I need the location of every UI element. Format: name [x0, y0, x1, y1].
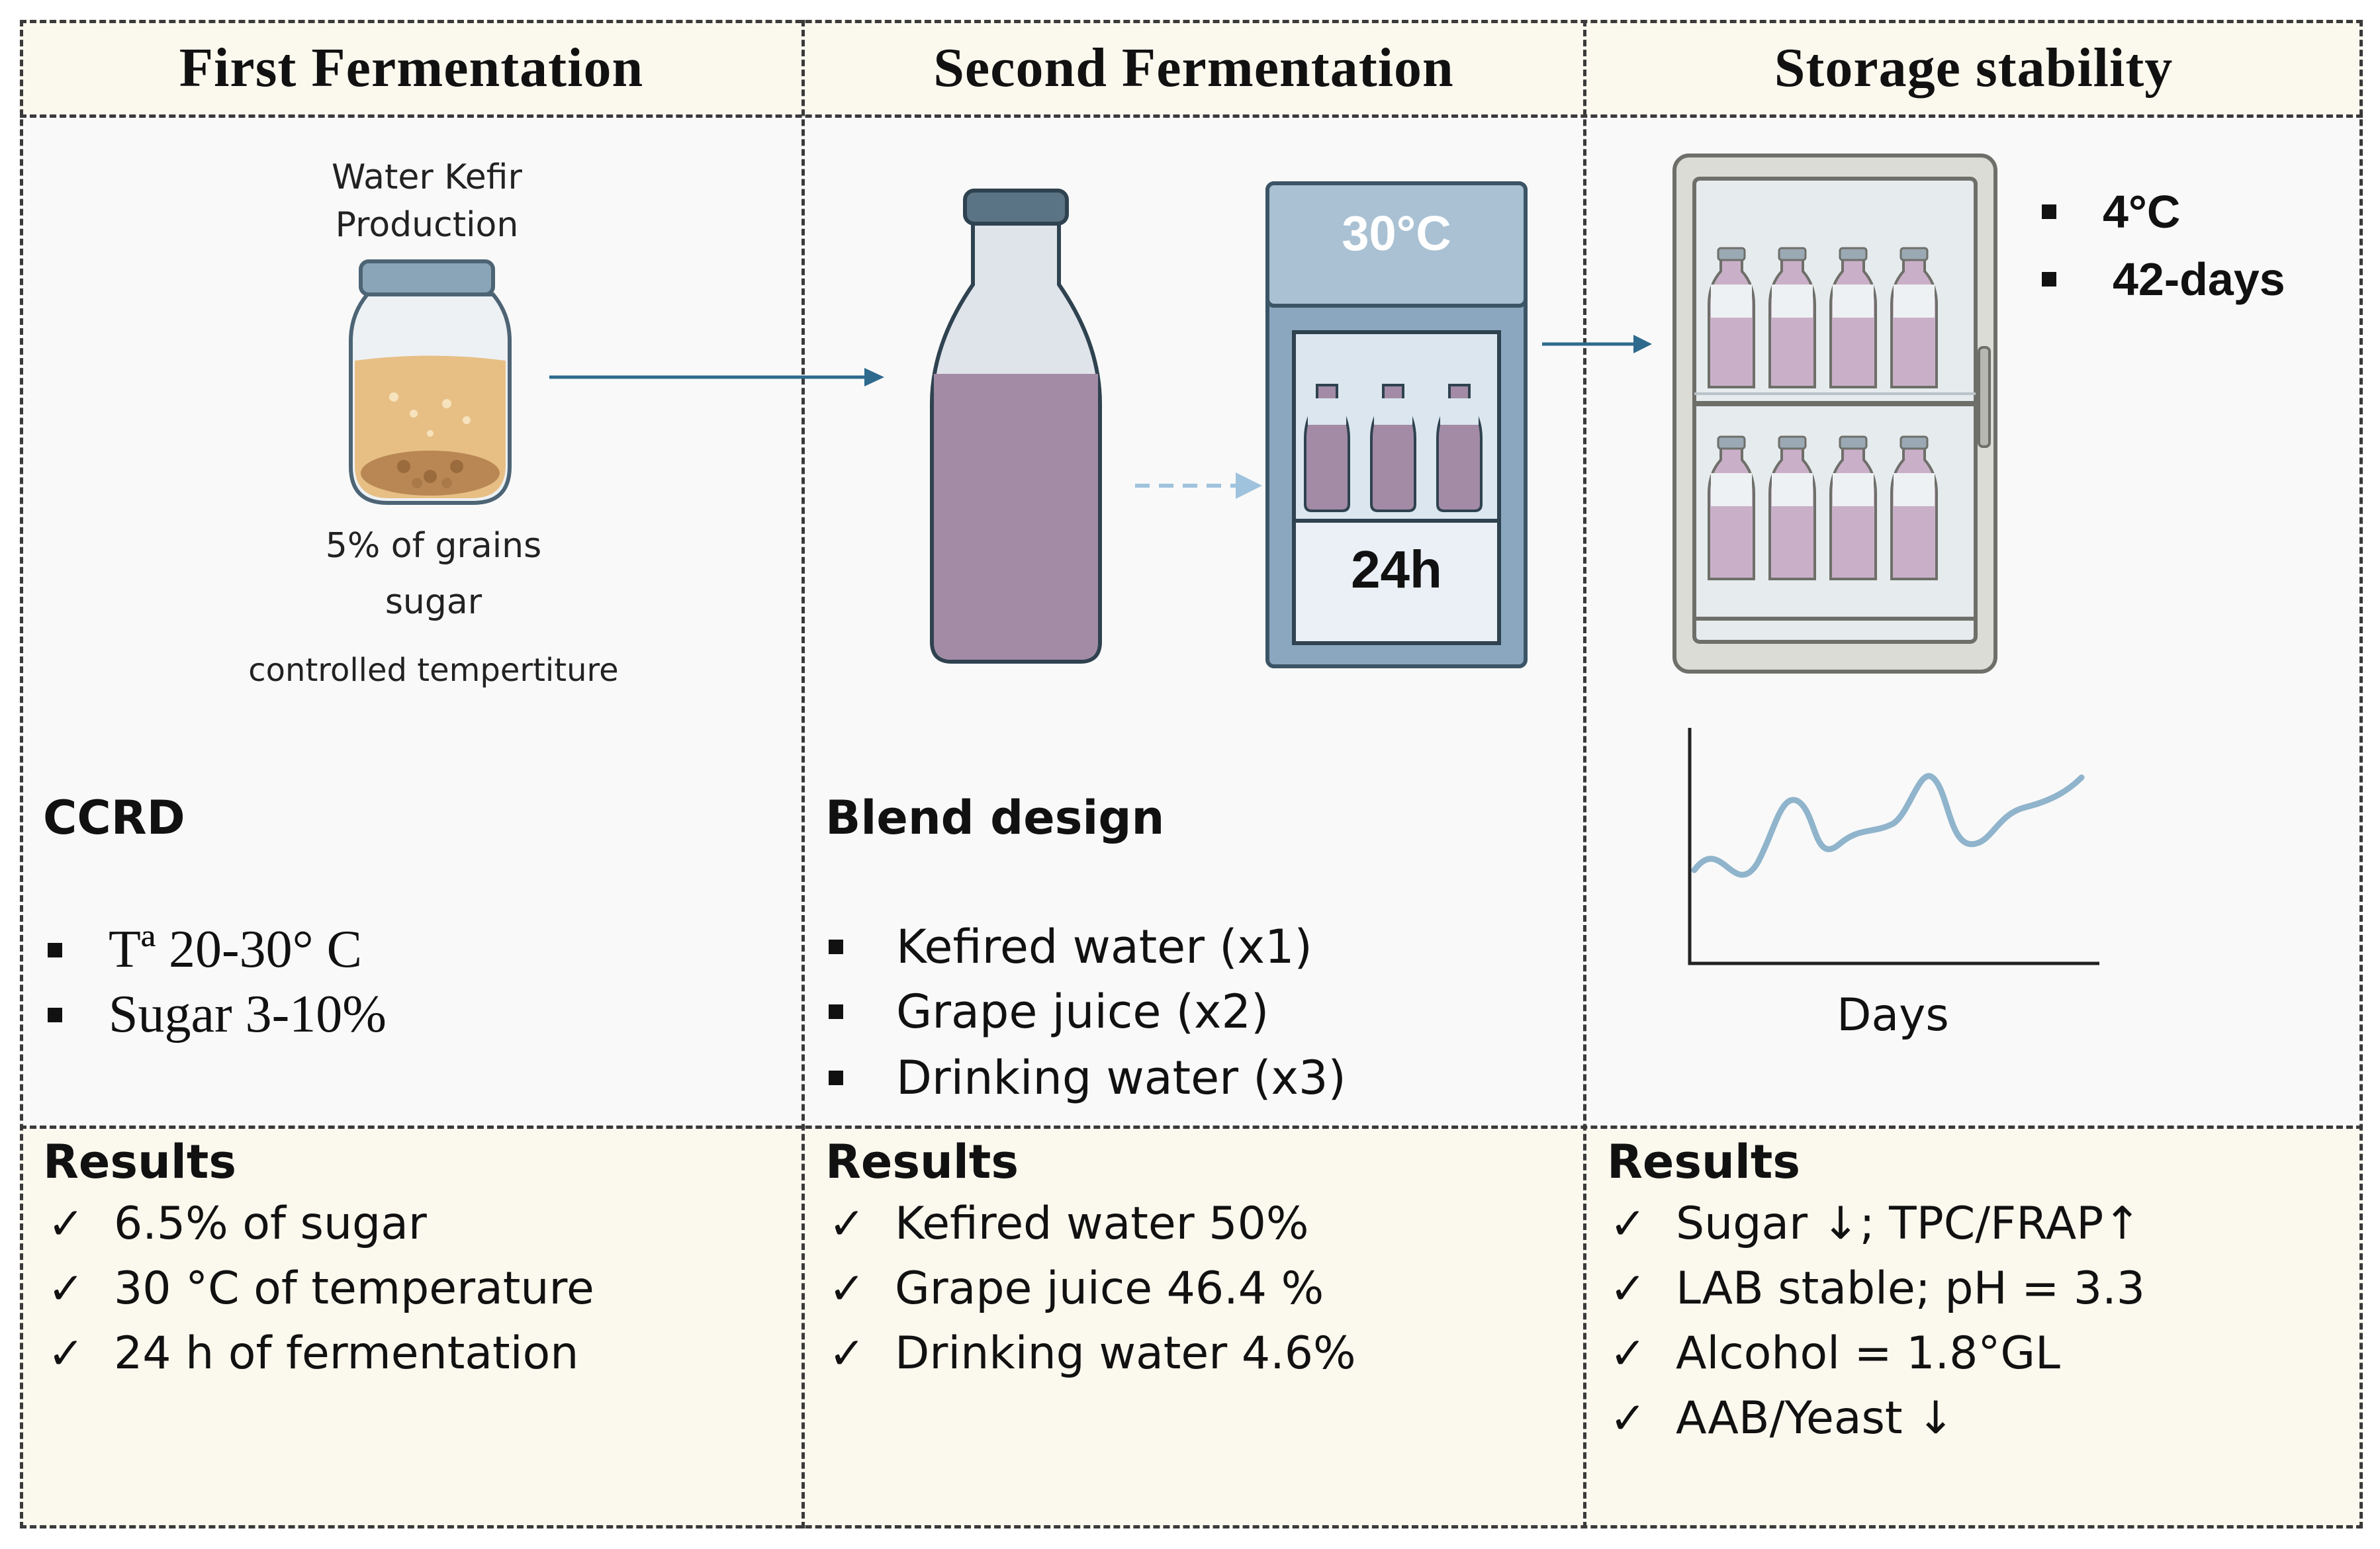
outer-frame: [20, 20, 2363, 1528]
storage-item-temperature: 4°C: [2042, 185, 2180, 238]
jar-condition-temperature: controlled tempertiture: [248, 652, 619, 689]
divider-col-2: [1583, 20, 1586, 1528]
storage-result-aab-yeast: ✓AAB/Yeast ↓: [1610, 1392, 1955, 1444]
check-icon: ✓: [1610, 1393, 1647, 1444]
ccrd-title: CCRD: [43, 791, 185, 845]
check-icon: ✓: [48, 1198, 85, 1249]
second-result-drinking-water: ✓Drinking water 4.6%: [829, 1327, 1356, 1380]
check-icon: ✓: [1610, 1198, 1647, 1249]
incubator-time: 24h: [1351, 540, 1442, 599]
kefir-jar-icon: [349, 259, 512, 505]
jar-title-line2: Production: [335, 205, 519, 245]
check-icon: ✓: [829, 1198, 866, 1249]
jar-title-line1: Water Kefir: [332, 157, 522, 197]
header-second-title: Second Fermentation: [933, 37, 1454, 99]
storage-result-lab: ✓LAB stable; pH = 3.3: [1610, 1262, 2146, 1315]
second-result-grape-juice: ✓Grape juice 46.4 %: [829, 1262, 1324, 1315]
check-icon: ✓: [1610, 1263, 1647, 1314]
header-storage: Storage stability: [1584, 20, 2363, 116]
jar-condition-sugar: sugar: [385, 582, 482, 622]
dashed-arrow-icon: [1135, 472, 1262, 499]
header-second: Second Fermentation: [803, 20, 1584, 116]
first-result-sugar: ✓6.5% of sugar: [48, 1198, 427, 1250]
header-first-title: First Fermentation: [179, 37, 644, 99]
jar-condition-grains: 5% of grains: [325, 526, 542, 566]
divider-results: [20, 1126, 2363, 1129]
storage-result-alcohol: ✓Alcohol = 1.8°GL: [1610, 1327, 2060, 1380]
graph-xlabel: Days: [1837, 989, 1949, 1041]
square-bullet-icon: [829, 1071, 843, 1085]
square-bullet-icon: [2042, 272, 2056, 287]
storage-results-title: Results: [1607, 1135, 1800, 1189]
header-storage-title: Storage stability: [1774, 37, 2174, 99]
square-bullet-icon: [48, 1007, 62, 1022]
storage-result-sugar: ✓Sugar ↓; TPC/FRAP↑: [1610, 1198, 2142, 1250]
storage-item-duration: 42-days: [2042, 253, 2285, 306]
check-icon: ✓: [1610, 1328, 1647, 1379]
second-results-title: Results: [825, 1135, 1019, 1189]
incubator-temperature: 30°C: [1342, 206, 1451, 261]
square-bullet-icon: [829, 940, 843, 954]
divider-col-1: [801, 20, 805, 1528]
first-results-panel: [20, 1127, 803, 1528]
second-results-panel: [803, 1127, 1584, 1528]
blend-item-grape-juice: Grape juice (x2): [829, 985, 1269, 1039]
bottle-icon: [930, 189, 1102, 664]
jar-title: Water Kefir Production: [291, 154, 563, 249]
incubator-icon: [1265, 181, 1528, 668]
ccrd-item-sugar: Sugar 3-10%: [48, 985, 387, 1045]
refrigerator-icon: [1672, 154, 1997, 674]
ccrd-item-temperature: Tª 20-30° C: [48, 920, 362, 980]
blend-item-kefired-water: Kefired water (x1): [829, 920, 1312, 974]
second-result-kefired-water: ✓Kefired water 50%: [829, 1198, 1309, 1250]
check-icon: ✓: [48, 1328, 85, 1379]
check-icon: ✓: [829, 1263, 866, 1314]
first-results-title: Results: [43, 1135, 236, 1189]
check-icon: ✓: [48, 1263, 85, 1314]
blend-item-drinking-water: Drinking water (x3): [829, 1051, 1346, 1105]
storage-results-panel: [1584, 1127, 2363, 1528]
first-result-fermentation: ✓24 h of fermentation: [48, 1327, 579, 1380]
square-bullet-icon: [829, 1004, 843, 1019]
header-first: First Fermentation: [20, 20, 803, 116]
square-bullet-icon: [48, 942, 62, 957]
blend-design-title: Blend design: [825, 791, 1165, 845]
stability-graph-icon: [1688, 728, 2099, 965]
divider-header: [20, 114, 2363, 118]
square-bullet-icon: [2042, 204, 2056, 219]
check-icon: ✓: [829, 1328, 866, 1379]
flow-arrow-icon: [549, 368, 884, 386]
first-result-temperature: ✓30 °C of temperature: [48, 1262, 594, 1315]
flow-arrow-icon: [1542, 335, 1652, 353]
